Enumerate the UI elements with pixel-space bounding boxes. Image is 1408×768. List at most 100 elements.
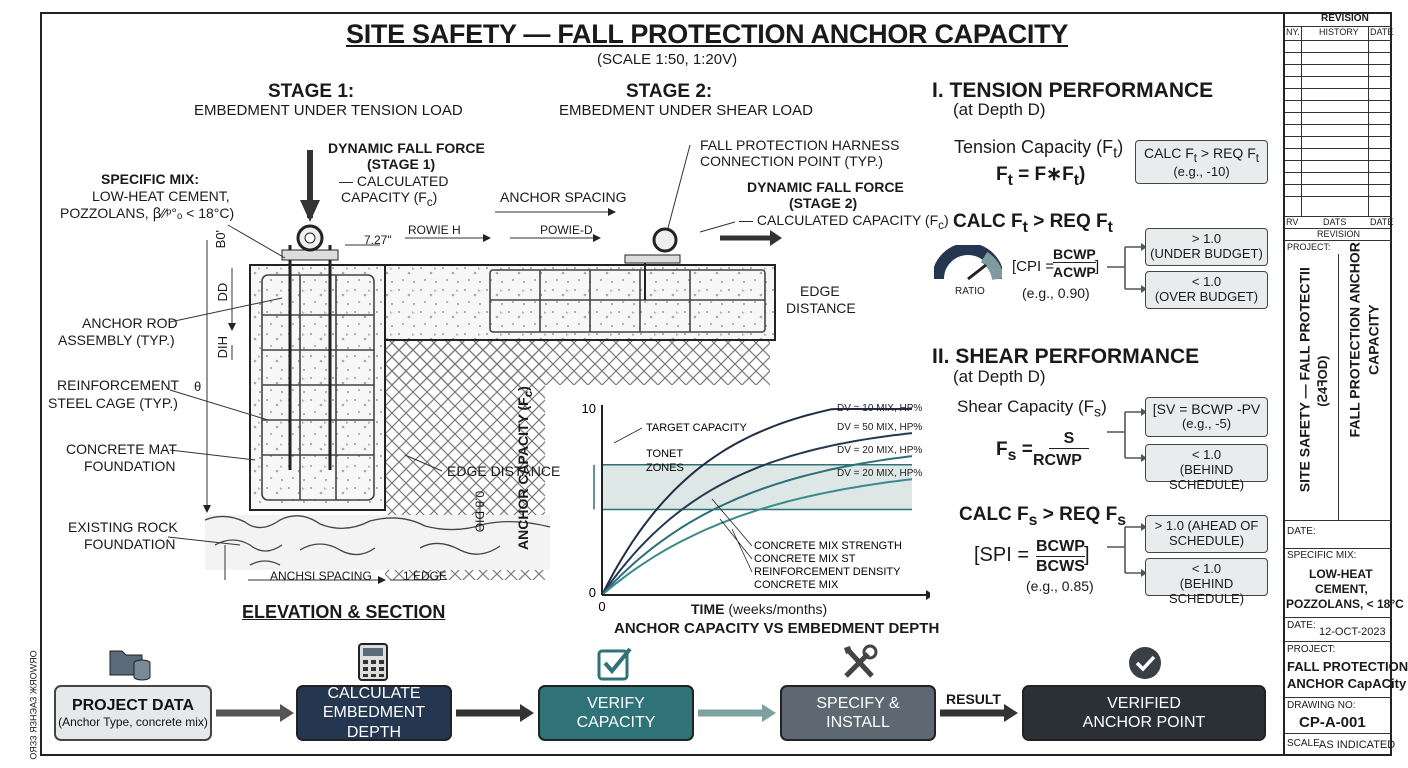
spi-branch-connector (1107, 523, 1147, 577)
edge-bottom-label: 1 EDGE (403, 569, 448, 583)
tb-col-no: NY. (1286, 27, 1300, 37)
x-tick-origin: 0 (598, 599, 605, 614)
dyn-force-stage1-line4: CAPACITY (Fc) (341, 189, 438, 209)
mat-foundation-line1: CONCRETE MAT (66, 441, 177, 457)
concrete-mat (249, 264, 386, 511)
anchor-rod-assembly (281, 224, 339, 470)
rowie-h-label: ROWIE H (408, 223, 461, 237)
tb-vertical-subtitle-1: (Ꙅ4ꟻOD) (1314, 355, 1330, 407)
chart-title: ANCHOR CAPACITY VS EMBEDMENT DEPTH (614, 620, 940, 637)
y-tick-max: 10 (582, 401, 596, 416)
tools-icon (844, 644, 878, 678)
legend-bottom-1: CONCRETE MIX STRENGTH (754, 540, 902, 552)
tb-date-label: DATE: (1287, 526, 1316, 537)
tb-project2-label: PROJECT: (1287, 644, 1336, 655)
stage2-subtitle: EMBEDMENT UNDER SHEAR LOAD (559, 102, 813, 119)
dim-dih-label: DIH (215, 335, 231, 359)
legend-bottom-3: REINFORCEMENT DENSITY (754, 566, 901, 578)
specific-mix-line1: LOW-HEAT CEMENT, (92, 188, 230, 204)
dim-theta-label: θ (194, 379, 202, 394)
reinforcement-cage (261, 269, 766, 501)
spi-formula-lhs: [SPI = (974, 544, 1030, 566)
tb-rv: RV (1286, 217, 1299, 227)
stage1-subtitle: EMBEDMENT UNDER TENSION LOAD (194, 102, 463, 119)
zone-annotation-line1: TONET (646, 448, 683, 460)
flow-arrows (216, 704, 1018, 722)
target-capacity-annotation: TARGET CAPACITY (646, 422, 748, 434)
tb-date-value-label: DATE: (1287, 620, 1316, 631)
tb-vertical-title-2b: CAPACITY (1365, 304, 1382, 375)
reinforcement-label-line2: STEEL CAGE (TYP.) (48, 395, 178, 411)
ratio-gauge-icon (934, 245, 1002, 281)
tension-title: I. TENSION PERFORMANCE (932, 79, 1214, 102)
mat-foundation-line2: FOUNDATION (84, 458, 176, 474)
y-tick-min: 0 (589, 585, 596, 600)
cpi-formula-lhs: [CPI = (1012, 258, 1055, 275)
cpi-denominator: ACWP (1053, 264, 1096, 280)
tb-drawing-no-label: DRAWING NO: (1287, 700, 1356, 711)
behind-schedule-box-2: < 1.0(BEHIND SCHEDULE) (1145, 558, 1268, 606)
harness-anchor-stage2 (624, 227, 681, 300)
stage1-title: STAGE 1: (268, 81, 355, 102)
dim-side-label: 0.8 DIO (472, 490, 487, 533)
tb-dats: DATS (1323, 217, 1347, 227)
legend-bottom-2: CONCRETE MIX ST (754, 553, 856, 565)
under-budget-box: > 1.0(UNDER BUDGET) (1145, 228, 1268, 266)
cpi-numerator: BCWP (1053, 246, 1096, 264)
series-line-4 (601, 478, 913, 596)
ratio-label: RATIO (955, 286, 985, 297)
over-budget-box: < 1.0(OVER BUDGET) (1145, 271, 1268, 309)
side-note: ОЯЗЗ ЯЗНЭАЗ ЖЯOWЯO (28, 650, 39, 760)
dyn-force-stage2-line2: (STAGE 2) (789, 195, 858, 211)
series-label-4: DV = 20 MIX, HP% (837, 468, 922, 479)
tension-calc-heading: CALC Ft > REQ Ft (953, 211, 1113, 236)
harness-label-line2: CONNECTION POINT (TYP.) (700, 153, 884, 169)
calculator-icon (358, 643, 388, 681)
dyn-force-stage2-line3: — CALCULATED CAPACITY (Fc) (739, 212, 949, 232)
tb-date2: DATE (1370, 217, 1394, 227)
tb-revision2: REVISION (1317, 229, 1361, 239)
sv-branch-connector (1107, 408, 1147, 462)
x-axis-arrow (926, 590, 930, 600)
flow-step-specify-install[interactable]: SPECIFY &INSTALL (780, 685, 936, 741)
dyn-force-stage1-line1: DYNAMIC FALL FORCE (328, 140, 485, 156)
dyn-force-stage2-line1: DYNAMIC FALL FORCE (747, 179, 904, 195)
tb-project-line2: ANCHOR CapACity (1287, 676, 1407, 691)
chart-xlabel: TIME (weeks/months) (691, 601, 828, 617)
target-capacity-leader (613, 427, 643, 444)
dim-b0-label: B0' (213, 229, 229, 249)
tb-vertical-title-2: FALL PROTECTION ANCHOR (1346, 242, 1363, 438)
tb-mix-label: SPECIFIC MIX: (1287, 550, 1357, 561)
harness-label-line1: FALL PROTECTION HARNESS (700, 137, 900, 153)
chart-ylabel: ANCHOR CAPACITY (Fc) (515, 386, 535, 550)
behind-schedule-box-1: < 1.0(BEHIND SCHEDULE) (1145, 444, 1268, 492)
check-circle-icon (1129, 647, 1161, 679)
shear-formula-lhs: Fs = (996, 439, 1033, 464)
dim-727-label: 7.27" (364, 233, 392, 247)
tb-mix-line1: LOW-HEAT (1309, 567, 1373, 581)
shear-title: II. SHEAR PERFORMANCE (932, 345, 1200, 368)
anchor-spacing-label: ANCHOR SPACING (500, 189, 627, 205)
elevation-drawing (167, 144, 782, 584)
zone-annotation-line2: ZONES (646, 462, 684, 474)
specific-mix-heading: SPECIFIC MIX: (101, 171, 200, 187)
tb-scale-value: AS INDICATED (1319, 739, 1396, 751)
dyn-force-stage1-line2: (STAGE 1) (367, 156, 436, 172)
flow-step-project-data[interactable]: PROJECT DATA (Anchor Type, concrete mix) (54, 685, 212, 741)
tb-col-date: DATE (1370, 27, 1394, 37)
tb-revision-header: REVISION (1321, 13, 1369, 24)
folder-database-icon (109, 650, 151, 681)
anchor-rod-label-line1: ANCHOR ROD (82, 315, 178, 331)
powie-d-label: POWIE-D (540, 223, 593, 237)
series-line-3 (601, 455, 913, 596)
edge-distance-top-line2: DISTANCE (786, 300, 856, 316)
shear-formula-numerator: S (1049, 430, 1089, 449)
drawing-frame (40, 12, 1392, 756)
edge-distance-top-line1: EDGE (800, 283, 840, 299)
page-title: SITE SAFETY — FALL PROTECTION ANCHOR CAP… (346, 19, 1069, 49)
cpi-example: (e.g., 0.90) (1022, 285, 1090, 301)
